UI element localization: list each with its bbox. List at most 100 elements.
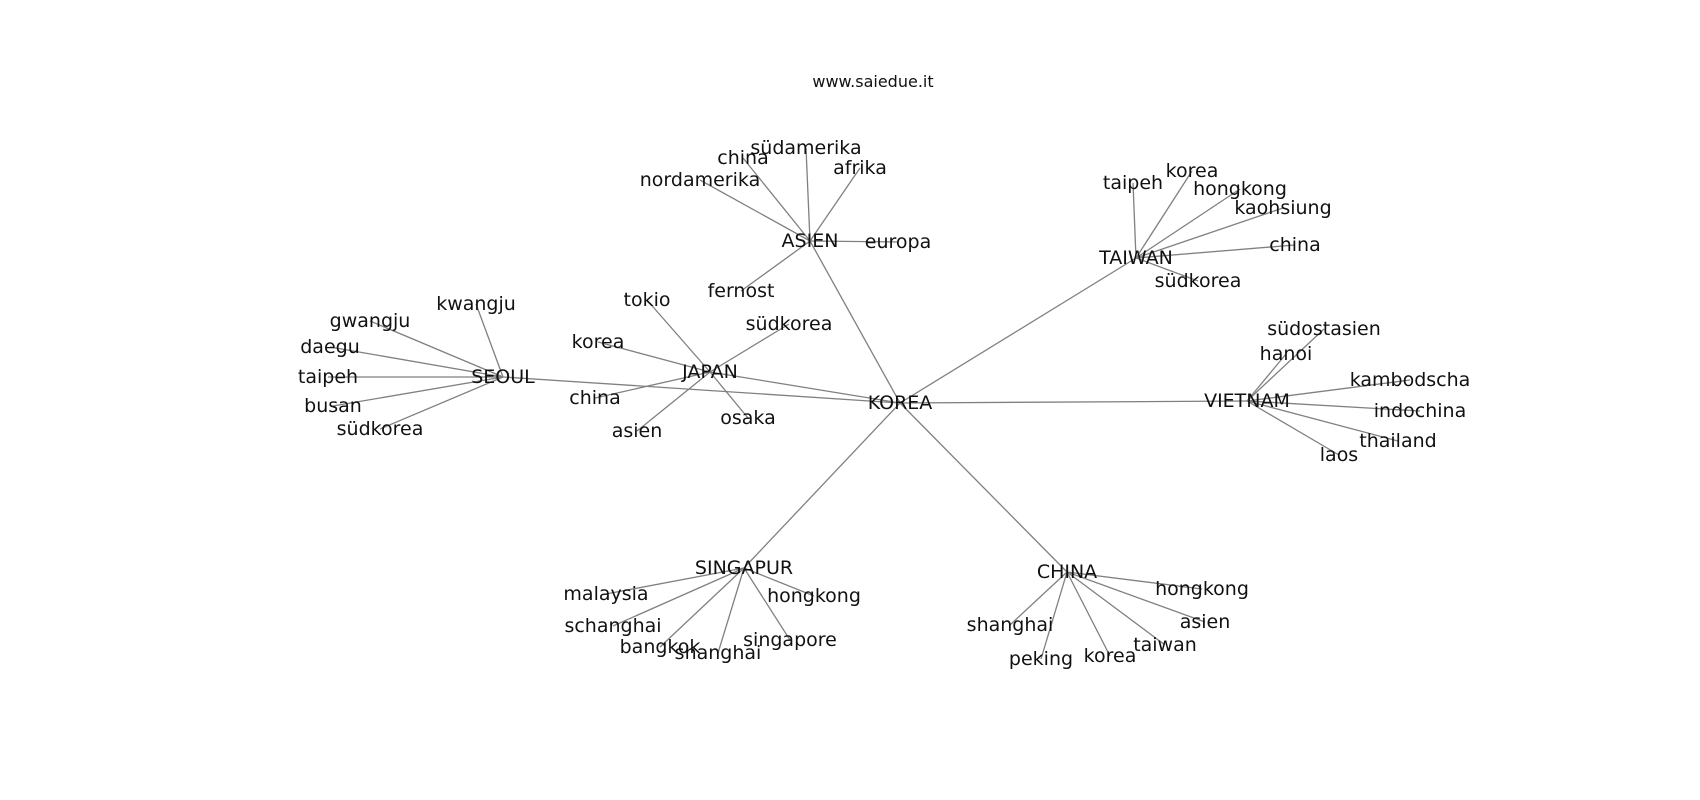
edge-korea-seoul bbox=[502, 376, 901, 404]
edge-china-peking bbox=[1040, 571, 1068, 660]
edge-taiwan-suedkorea bbox=[1135, 257, 1199, 282]
edge-asien-nordamerika bbox=[699, 179, 811, 242]
leaf-node-vietnam-kambodscha: kambodscha bbox=[1350, 369, 1471, 391]
edge-japan-suedkorea bbox=[709, 323, 790, 373]
leaf-node-china-peking: peking bbox=[1009, 648, 1073, 670]
leaf-node-vietnam-hanoi: hanoi bbox=[1260, 343, 1313, 365]
edge-japan-tokio bbox=[646, 299, 711, 373]
leaf-node-china-asien: asien bbox=[1180, 611, 1231, 633]
leaf-node-taiwan-korea: korea bbox=[1166, 160, 1219, 182]
edge-singapur-hongkong bbox=[743, 567, 815, 597]
leaf-node-taiwan-taipeh: taipeh bbox=[1103, 172, 1163, 194]
edge-japan-korea bbox=[597, 341, 711, 373]
edge-vietnam-thailand bbox=[1246, 400, 1399, 442]
leaf-node-vietnam-suedostasien: südostasien bbox=[1267, 318, 1381, 340]
center-node-korea: KOREA bbox=[868, 392, 933, 414]
edge-taiwan-taipeh bbox=[1132, 182, 1137, 259]
leaf-node-vietnam-thailand: thailand bbox=[1359, 430, 1436, 452]
edge-asien-fernost bbox=[740, 240, 811, 292]
edge-korea-vietnam bbox=[899, 400, 1248, 404]
leaf-node-japan-korea: korea bbox=[572, 331, 625, 353]
edge-singapur-schanghai bbox=[612, 567, 745, 627]
edge-china-hongkong bbox=[1066, 571, 1203, 590]
leaf-node-seoul-gwangju: gwangju bbox=[330, 310, 411, 332]
leaf-node-singapur-malaysia: malaysia bbox=[563, 583, 648, 605]
leaf-node-asien-nordamerika: nordamerika bbox=[640, 169, 760, 191]
leaf-node-japan-tokio: tokio bbox=[624, 289, 671, 311]
edge-seoul-busan bbox=[332, 376, 504, 407]
leaf-node-taiwan-kaohsiung: kaohsiung bbox=[1234, 197, 1331, 219]
leaf-node-japan-china: china bbox=[569, 387, 620, 409]
leaf-node-vietnam-indochina: indochina bbox=[1374, 400, 1466, 422]
leaf-node-singapur-schanghai: schanghai bbox=[564, 615, 661, 637]
hub-node-seoul: SEOUL bbox=[471, 366, 535, 388]
leaf-node-china-korea: korea bbox=[1084, 645, 1137, 667]
edge-china-asien bbox=[1066, 571, 1206, 623]
edge-china-shanghai bbox=[1009, 571, 1068, 626]
leaf-node-japan-osaka: osaka bbox=[720, 407, 775, 429]
edge-vietnam-laos bbox=[1246, 400, 1340, 456]
edge-korea-taiwan bbox=[899, 257, 1137, 404]
leaf-node-singapur-shanghai: shanghai bbox=[675, 642, 762, 664]
edge-singapur-malaysia bbox=[605, 567, 745, 595]
edge-seoul-gwangju bbox=[369, 320, 504, 378]
leaf-node-vietnam-laos: laos bbox=[1320, 444, 1358, 466]
edge-korea-asien bbox=[809, 240, 901, 404]
edge-asien-china bbox=[742, 157, 811, 242]
edge-seoul-daegu bbox=[329, 346, 504, 378]
leaf-node-japan-suedkorea: südkorea bbox=[746, 313, 833, 335]
edge-asien-europa bbox=[809, 240, 899, 243]
leaf-node-seoul-busan: busan bbox=[304, 395, 362, 417]
leaf-node-asien-europa: europa bbox=[865, 231, 931, 253]
edge-taiwan-hongkong bbox=[1135, 188, 1241, 259]
edge-asien-suedamerika bbox=[805, 147, 811, 242]
leaf-node-taiwan-hongkong: hongkong bbox=[1193, 178, 1287, 200]
edge-taiwan-kaohsiung bbox=[1135, 207, 1284, 259]
edge-asien-afrika bbox=[809, 167, 861, 242]
edge-taiwan-china bbox=[1135, 244, 1296, 259]
edge-vietnam-indochina bbox=[1246, 400, 1421, 412]
edge-korea-china bbox=[899, 402, 1068, 573]
hub-node-vietnam: VIETNAM bbox=[1204, 390, 1290, 412]
leaf-node-singapur-bangkok: bangkok bbox=[620, 636, 701, 658]
leaf-node-china-shanghai: shanghai bbox=[967, 614, 1054, 636]
edge-japan-asien bbox=[636, 371, 711, 432]
edge-singapur-shanghai bbox=[717, 567, 745, 654]
edge-seoul-suedkorea bbox=[379, 376, 504, 430]
leaf-node-asien-china: china bbox=[717, 147, 768, 169]
leaf-node-seoul-kwangju: kwangju bbox=[436, 293, 516, 315]
edge-vietnam-suedostasien bbox=[1246, 328, 1325, 402]
leaf-node-singapur-singapore: singapore bbox=[743, 629, 837, 651]
edge-seoul-kwangju bbox=[475, 303, 504, 378]
edge-korea-japan bbox=[709, 371, 901, 404]
edge-japan-osaka bbox=[709, 371, 749, 419]
leaf-node-taiwan-suedkorea: südkorea bbox=[1155, 270, 1242, 292]
page-title: www.saiedue.it bbox=[812, 72, 934, 91]
leaf-node-singapur-hongkong: hongkong bbox=[767, 585, 861, 607]
label-layer: ASIENnordamerikachinasüdamerikaafrikaeur… bbox=[298, 137, 1470, 670]
leaf-node-china-hongkong: hongkong bbox=[1155, 578, 1249, 600]
hub-node-taiwan: TAIWAN bbox=[1098, 247, 1173, 269]
leaf-node-seoul-taipeh: taipeh bbox=[298, 366, 358, 388]
edge-china-taiwan bbox=[1066, 571, 1166, 646]
leaf-node-japan-asien: asien bbox=[612, 420, 663, 442]
hub-node-japan: JAPAN bbox=[681, 361, 738, 383]
edge-japan-china bbox=[594, 371, 711, 399]
leaf-node-seoul-suedkorea: südkorea bbox=[337, 418, 424, 440]
leaf-node-asien-fernost: fernost bbox=[708, 280, 775, 302]
edge-singapur-bangkok bbox=[659, 567, 745, 648]
edge-singapur-singapore bbox=[743, 567, 791, 641]
edge-vietnam-kambodscha bbox=[1246, 379, 1411, 402]
edge-taiwan-korea bbox=[1135, 170, 1193, 259]
leaf-node-taiwan-china: china bbox=[1269, 234, 1320, 256]
edge-layer bbox=[328, 147, 1421, 660]
edge-korea-singapur bbox=[743, 402, 901, 569]
leaf-node-asien-afrika: afrika bbox=[833, 157, 887, 179]
hub-node-singapur: SINGAPUR bbox=[695, 557, 793, 579]
leaf-node-asien-suedamerika: südamerika bbox=[750, 137, 861, 159]
edge-china-korea bbox=[1066, 571, 1111, 657]
hub-node-asien: ASIEN bbox=[782, 230, 839, 252]
leaf-node-seoul-daegu: daegu bbox=[300, 336, 360, 358]
leaf-node-china-taiwan: taiwan bbox=[1133, 634, 1197, 656]
